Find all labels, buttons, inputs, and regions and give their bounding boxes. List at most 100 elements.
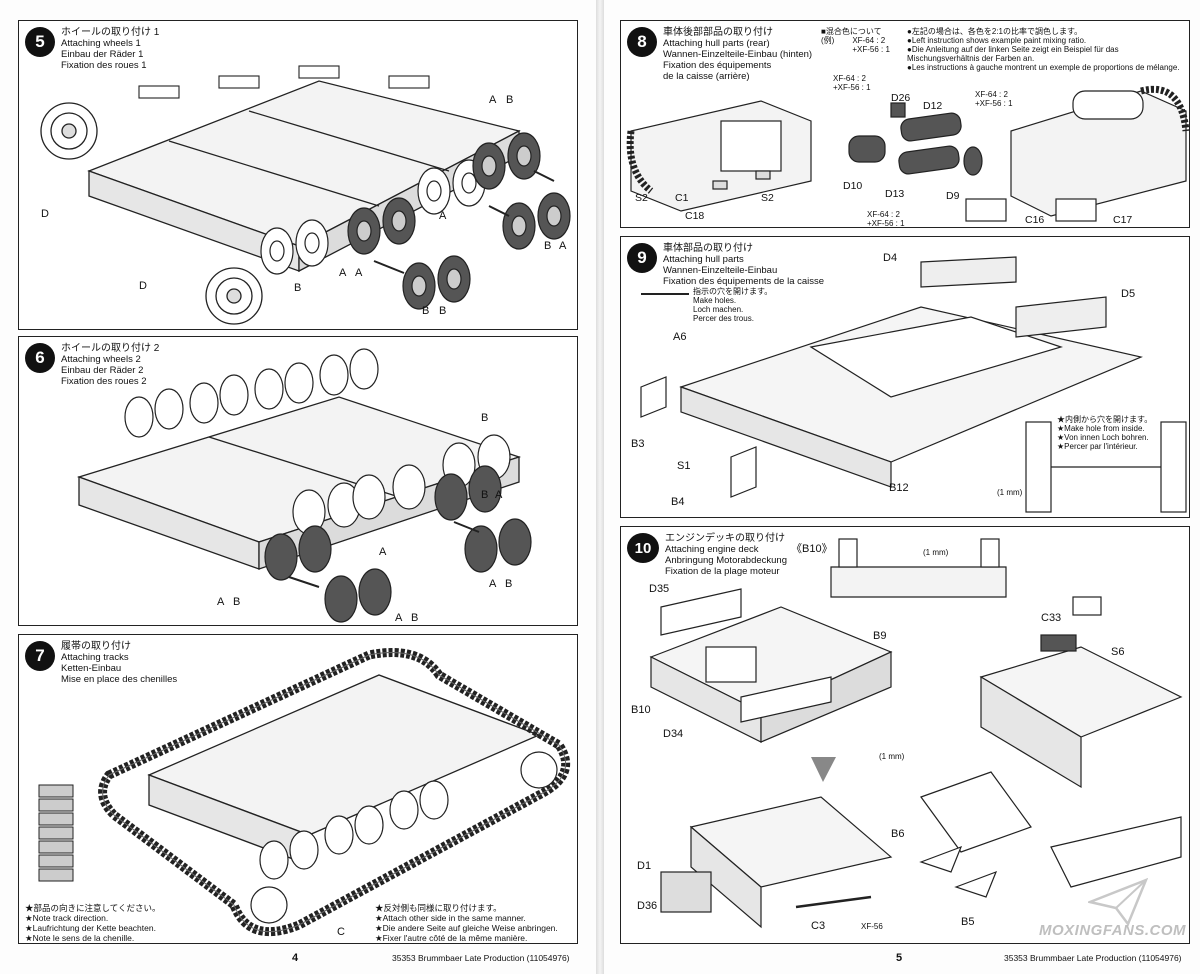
note-line: ●Les instructions à gauche montrent un e…: [907, 63, 1180, 72]
title-fr: de la caisse (arrière): [663, 71, 750, 82]
label-a: A: [339, 267, 347, 279]
title-en: Attaching wheels 2: [61, 354, 141, 365]
label-b: B: [481, 489, 488, 501]
title-jp: 車体後部部品の取り付け: [663, 27, 773, 38]
spine: [596, 0, 604, 974]
label-a: A: [495, 489, 503, 501]
part-d13: D13: [885, 188, 904, 200]
step-10-header: 10 エンジンデッキの取り付け Attaching engine deck An…: [627, 533, 787, 577]
label-a: A: [559, 240, 567, 252]
label-a: A: [489, 578, 497, 590]
part-d1: D1: [637, 860, 651, 872]
title-jp: エンジンデッキの取り付け: [665, 533, 785, 544]
mix-ratio: XF-64 : 2 +XF-56 : 1: [852, 36, 890, 54]
mix-instructions: ●左記の場合は、各色を2:1の比率で調色します。 ●Left instructi…: [907, 27, 1180, 72]
title-jp: ホイールの取り付け 1: [61, 27, 160, 38]
label-b: B: [439, 305, 446, 317]
label-d: D: [41, 208, 49, 220]
drill-size: (1 mm): [923, 548, 949, 557]
mix-ratio-1: XF-64 : 2: [852, 36, 886, 45]
step-8-panel: 8 車体後部部品の取り付け Attaching hull parts (rear…: [620, 20, 1190, 228]
paint-ratio: XF-64 : 2: [867, 210, 900, 219]
note-line: ●Die Anleitung auf der linken Seite zeig…: [907, 45, 1119, 54]
part-s2: S2: [635, 192, 648, 204]
part-b3: B3: [631, 438, 644, 450]
label-a: A: [217, 596, 225, 608]
part-d35: D35: [649, 583, 669, 595]
title-de: Ketten-Einbau: [61, 663, 122, 674]
part-c3: C3: [811, 920, 825, 932]
mix-example-label: (例): [821, 36, 835, 45]
part-c18: C18: [685, 210, 704, 222]
label-b: B: [544, 240, 551, 252]
title-de: Einbau der Räder 2: [61, 365, 144, 376]
part-s1: S1: [677, 460, 690, 472]
note-line: Loch machen.: [693, 305, 744, 314]
step-6-panel: 6 ホイールの取り付け 2 Attaching wheels 2 Einbau …: [18, 336, 578, 626]
note-line: ★Von innen Loch bohren.: [1057, 433, 1149, 442]
title-fr: Fixation des roues 1: [61, 60, 147, 71]
label-b: B: [422, 305, 429, 317]
tracks-drawing: C: [38, 648, 571, 938]
step-7-panel: 7 履帯の取り付け Attaching tracks Ketten-Einbau…: [18, 634, 578, 944]
make-holes-note: 指示の穴を開けます。 Make holes. Loch machen. Perc…: [693, 287, 772, 323]
note-line: ★Percer par l'intérieur.: [1057, 442, 1138, 451]
drill-size: (1 mm): [879, 752, 905, 761]
part-s6: S6: [1111, 646, 1124, 658]
part-d9: D9: [946, 190, 960, 202]
hull-parts-drawing: D4 D5 A6 B3 S1 B12 B4 (1 mm): [631, 252, 1187, 513]
product-code-left: 35353 Brummbaer Late Production (1105497…: [392, 953, 570, 963]
part-d12: D12: [923, 100, 942, 112]
title-en: Attaching tracks: [61, 652, 129, 663]
note-line: ★内側から穴を開けます。: [1057, 415, 1153, 424]
title-de: Wannen-Einzelteile-Einbau: [663, 265, 778, 276]
step-titles: ホイールの取り付け 2 Attaching wheels 2 Einbau de…: [61, 343, 159, 387]
product-code-right: 35353 Brummbaer Late Production (1105497…: [1004, 953, 1182, 963]
paper-plane-watermark-icon: [1088, 878, 1148, 926]
note-line: ●Left instruction shows example paint mi…: [907, 36, 1087, 45]
part-a6: A6: [673, 331, 686, 343]
paint-ratio: XF-64 : 2: [833, 74, 866, 83]
title-fr: Mise en place des chenilles: [61, 674, 178, 685]
step-7-header: 7 履帯の取り付け Attaching tracks Ketten-Einbau…: [25, 641, 177, 685]
note-line: Make holes.: [693, 296, 737, 305]
note-line: ★Note track direction.: [25, 913, 109, 923]
paint-ratio: XF-64 : 2: [975, 90, 1008, 99]
title-fr: Fixation des équipements de la caisse: [663, 276, 825, 287]
mix-example-row: (例) XF-64 : 2 +XF-56 : 1: [821, 36, 890, 54]
label-a: A: [395, 612, 403, 624]
part-c17: C17: [1113, 214, 1132, 226]
label-b: B: [411, 612, 418, 624]
title-de: Anbringung Motorabdeckung: [665, 555, 788, 566]
step-10-panel: 10 エンジンデッキの取り付け Attaching engine deck An…: [620, 526, 1190, 944]
title-fr: Fixation des équipements: [663, 60, 772, 71]
label-a: A: [489, 94, 497, 106]
mix-legend: ■混合色について (例) XF-64 : 2 +XF-56 : 1: [821, 27, 890, 54]
step-number: 7: [25, 641, 55, 671]
step-6-header: 6 ホイールの取り付け 2 Attaching wheels 2 Einbau …: [25, 343, 159, 387]
wheels-1-drawing: D D B A A A A B B A B B: [40, 65, 571, 325]
title-de: Wannen-Einzelteile-Einbau (hinten): [663, 49, 813, 60]
mix-title: ■混合色について: [821, 27, 882, 36]
paint-xf56: XF-56: [861, 922, 883, 931]
note-line: ★部品の向きに注意してください。: [25, 903, 161, 913]
label-d: D: [139, 280, 147, 292]
title-en: Attaching engine deck: [665, 544, 759, 555]
part-c1: C1: [675, 192, 689, 204]
paint-ratio: +XF-56 : 1: [975, 99, 1013, 108]
part-b10: B10: [631, 704, 651, 716]
part-c16: C16: [1025, 214, 1044, 226]
note-line: ★反対側も同様に取り付けます。: [375, 903, 502, 913]
note-line: ●左記の場合は、各色を2:1の比率で調色します。: [907, 27, 1083, 36]
part-b12: B12: [889, 482, 909, 494]
wheels-2-drawing: B A B A A B A B A B: [76, 348, 532, 624]
paint-ratio: +XF-56 : 1: [833, 83, 871, 92]
page-left: 5 ホイールの取り付け 1 Attaching wheels 1 Einbau …: [0, 0, 596, 974]
label-a: A: [379, 546, 387, 558]
title-fr: Fixation de la plage moteur: [665, 566, 780, 577]
page-number-left: 4: [292, 952, 299, 964]
label-b: B: [481, 412, 488, 424]
title-fr: Fixation des roues 2: [61, 376, 147, 387]
note-line: ★Note le sens de la chenille.: [25, 933, 135, 943]
step-titles: 履帯の取り付け Attaching tracks Ketten-Einbau M…: [61, 641, 177, 685]
